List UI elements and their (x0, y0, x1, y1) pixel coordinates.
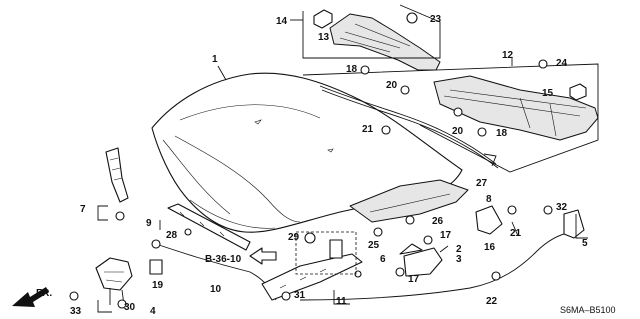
label-14: 14 (276, 16, 288, 27)
label-18b: 18 (496, 128, 508, 139)
front-marker: FR. (36, 288, 52, 299)
cowl-top-cover (313, 9, 441, 71)
label-15: 15 (542, 88, 554, 99)
label-28: 28 (166, 230, 178, 241)
label-22: 22 (486, 296, 498, 307)
label-6: 6 (380, 254, 386, 265)
label-20b: 20 (452, 126, 464, 137)
label-31: 31 (294, 290, 306, 301)
reference-label: B-36-10 (205, 254, 242, 265)
label-7: 7 (80, 204, 86, 215)
label-21b: 21 (510, 228, 522, 239)
label-3: 3 (456, 254, 462, 265)
label-11: 11 (336, 296, 347, 307)
label-10: 10 (210, 284, 222, 295)
reference-arrow: B-36-10 (205, 247, 277, 265)
label-29: 29 (288, 232, 300, 243)
label-18a: 18 (346, 64, 358, 75)
label-32: 32 (556, 202, 568, 213)
label-27: 27 (476, 178, 488, 189)
label-24: 24 (556, 58, 568, 69)
front-arrow: FR. (12, 287, 52, 307)
label-16: 16 (484, 242, 496, 253)
label-25: 25 (368, 240, 380, 251)
label-33: 33 (70, 306, 82, 317)
label-19: 19 (152, 280, 164, 291)
label-1: 1 (212, 54, 218, 65)
label-26: 26 (432, 216, 444, 227)
label-30: 30 (124, 302, 136, 313)
label-23: 23 (430, 14, 442, 25)
label-2: 2 (456, 244, 462, 255)
label-8: 8 (486, 194, 492, 205)
label-5: 5 (582, 238, 588, 249)
cowl-lower (433, 75, 599, 141)
label-17b: 17 (408, 274, 420, 285)
diagram-code: S6MA–B5100 (560, 305, 616, 315)
label-4: 4 (150, 306, 156, 317)
label-21a: 21 (362, 124, 374, 135)
label-20a: 20 (386, 80, 398, 91)
label-9: 9 (146, 218, 152, 229)
label-13: 13 (318, 32, 330, 43)
label-12: 12 (502, 50, 514, 61)
label-17a: 17 (440, 230, 452, 241)
